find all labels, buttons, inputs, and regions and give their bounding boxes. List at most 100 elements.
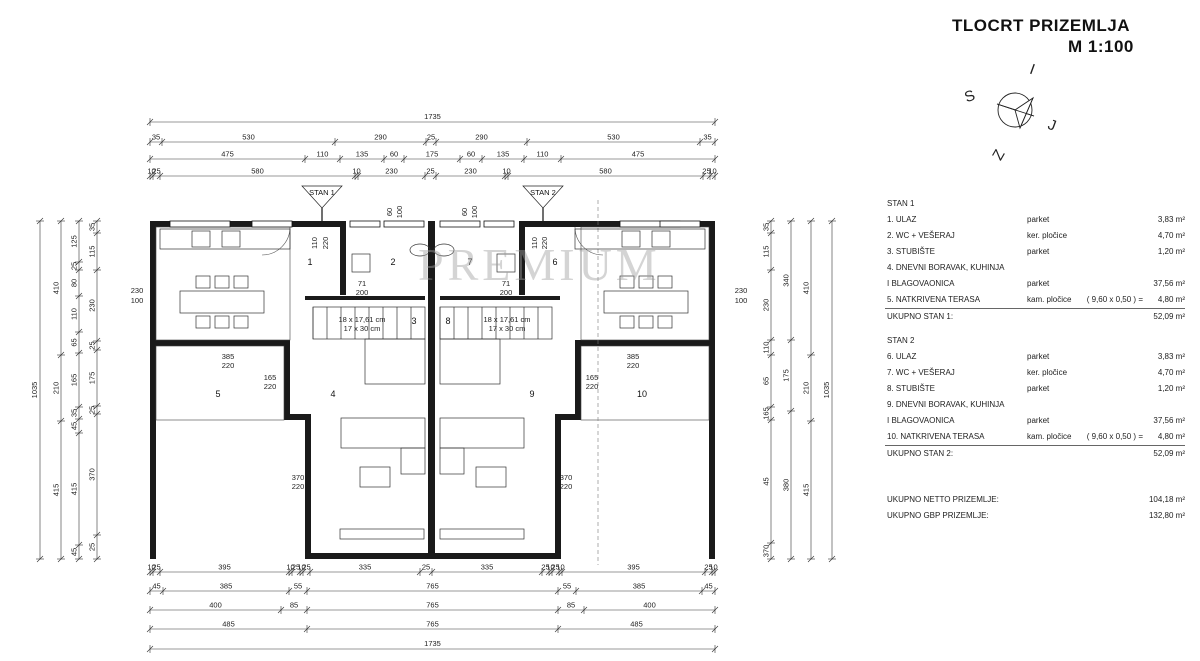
opening-dimension: 220 (586, 382, 599, 391)
dimension-label: 10 (546, 563, 554, 572)
dimension-label: 80 (70, 279, 79, 287)
dimension-label: 165 (762, 407, 771, 420)
dimension-label: 45 (704, 582, 712, 591)
dimension-label: 580 (599, 167, 612, 176)
dimension-label: 85 (567, 601, 575, 610)
room-number: 5 (215, 389, 220, 399)
dimension-label: 290 (475, 133, 488, 142)
kitchen-counter (159, 228, 291, 250)
dimension-label: 35 (762, 223, 771, 231)
opening-dimension: 60 (460, 208, 469, 216)
dimension-label: 10 (352, 167, 360, 176)
wall (150, 221, 156, 559)
kitchen-counter (574, 228, 706, 250)
armchair (439, 447, 465, 475)
dimension-label: 1735 (424, 639, 441, 648)
room-number: 7 (467, 257, 472, 267)
dimension-label: 45 (762, 477, 771, 485)
dimension-label: 25 (551, 563, 559, 572)
opening-dimension: 100 (131, 296, 144, 305)
dimension-label: 115 (762, 246, 771, 258)
tv-unit (439, 528, 525, 540)
dimension-label: 290 (374, 133, 387, 142)
walls (150, 185, 715, 565)
total-netto: UKUPNO NETTO PRIZEMLJE: 104,18 m² (887, 495, 1185, 504)
sofa (439, 417, 525, 449)
coffee-table (475, 466, 507, 488)
chair (214, 275, 230, 289)
dimension-label: 210 (802, 382, 811, 395)
dimension-label: 415 (70, 483, 79, 496)
cooktop (651, 230, 671, 248)
wall (575, 340, 715, 346)
dimension-label: 25 (422, 563, 430, 572)
dimension-label: 395 (218, 563, 231, 572)
toilet (496, 253, 516, 273)
dimension-label: 415 (802, 484, 811, 497)
dimension-label: 25 (88, 543, 97, 551)
dimension-label: 230 (762, 299, 771, 312)
dimension-label: 385 (220, 582, 233, 591)
window (659, 220, 701, 228)
stair-spec: 17 x 30 cm (344, 324, 381, 333)
chair (638, 315, 654, 329)
window (383, 220, 425, 228)
opening-dimension: 385 (627, 352, 640, 361)
dimension-label: 25 (702, 167, 710, 176)
compass-icon: S I J Z (962, 62, 1058, 163)
opening-dimension: 110 (530, 237, 539, 249)
dimension-label: 10 (556, 563, 564, 572)
wall (150, 340, 290, 346)
dimension-label: 10 (297, 563, 305, 572)
dimension-label: 25 (427, 133, 435, 142)
window (169, 220, 231, 228)
window (483, 220, 515, 228)
dimension-label: 410 (802, 282, 811, 295)
dimension-label: 175 (88, 372, 97, 385)
opening-dimension: 71 (502, 279, 510, 288)
wall (428, 221, 435, 559)
dimension-label: 230 (385, 167, 398, 176)
dimension-label: 400 (643, 601, 656, 610)
wall-outline (155, 226, 291, 341)
opening-dimension: 370 (560, 473, 573, 482)
cooktop (191, 230, 211, 248)
entry-arrow (522, 185, 564, 209)
opening-dimension: 370 (292, 473, 305, 482)
dimension-label: 85 (290, 601, 298, 610)
dimension-label: 110 (537, 150, 549, 159)
dining-table (603, 290, 689, 314)
dimension-label: 400 (209, 601, 222, 610)
total-gbp: UKUPNO GBP PRIZEMLJE: 132,80 m² (887, 511, 1185, 520)
stair-landing (439, 338, 501, 385)
dimension-label: 25 (88, 341, 97, 349)
dimension-label: 135 (356, 150, 369, 159)
dimension-label: 1735 (424, 112, 441, 121)
room-number: 4 (330, 389, 335, 399)
dimension-label: 45 (70, 422, 79, 430)
dimension-label: 35 (703, 133, 711, 142)
dimension-label: 10 (147, 563, 155, 572)
wall-outline (580, 345, 710, 421)
dimension-label: 335 (481, 563, 494, 572)
stan2-total: UKUPNO STAN 2: 52,09 m² (885, 445, 1185, 462)
washbasin (433, 243, 455, 257)
window (251, 220, 293, 228)
dimension-label: 765 (426, 601, 439, 610)
dimension-label: 765 (426, 620, 439, 629)
chair (195, 275, 211, 289)
wall (305, 414, 311, 559)
dimension-label: 485 (222, 620, 235, 629)
chair (657, 275, 673, 289)
chair (619, 275, 635, 289)
wall (150, 221, 156, 345)
drawing-title: TLOCRT PRIZEMLJA (952, 16, 1130, 35)
dimension-label: 1035 (822, 382, 831, 399)
stair-landing (364, 338, 426, 385)
